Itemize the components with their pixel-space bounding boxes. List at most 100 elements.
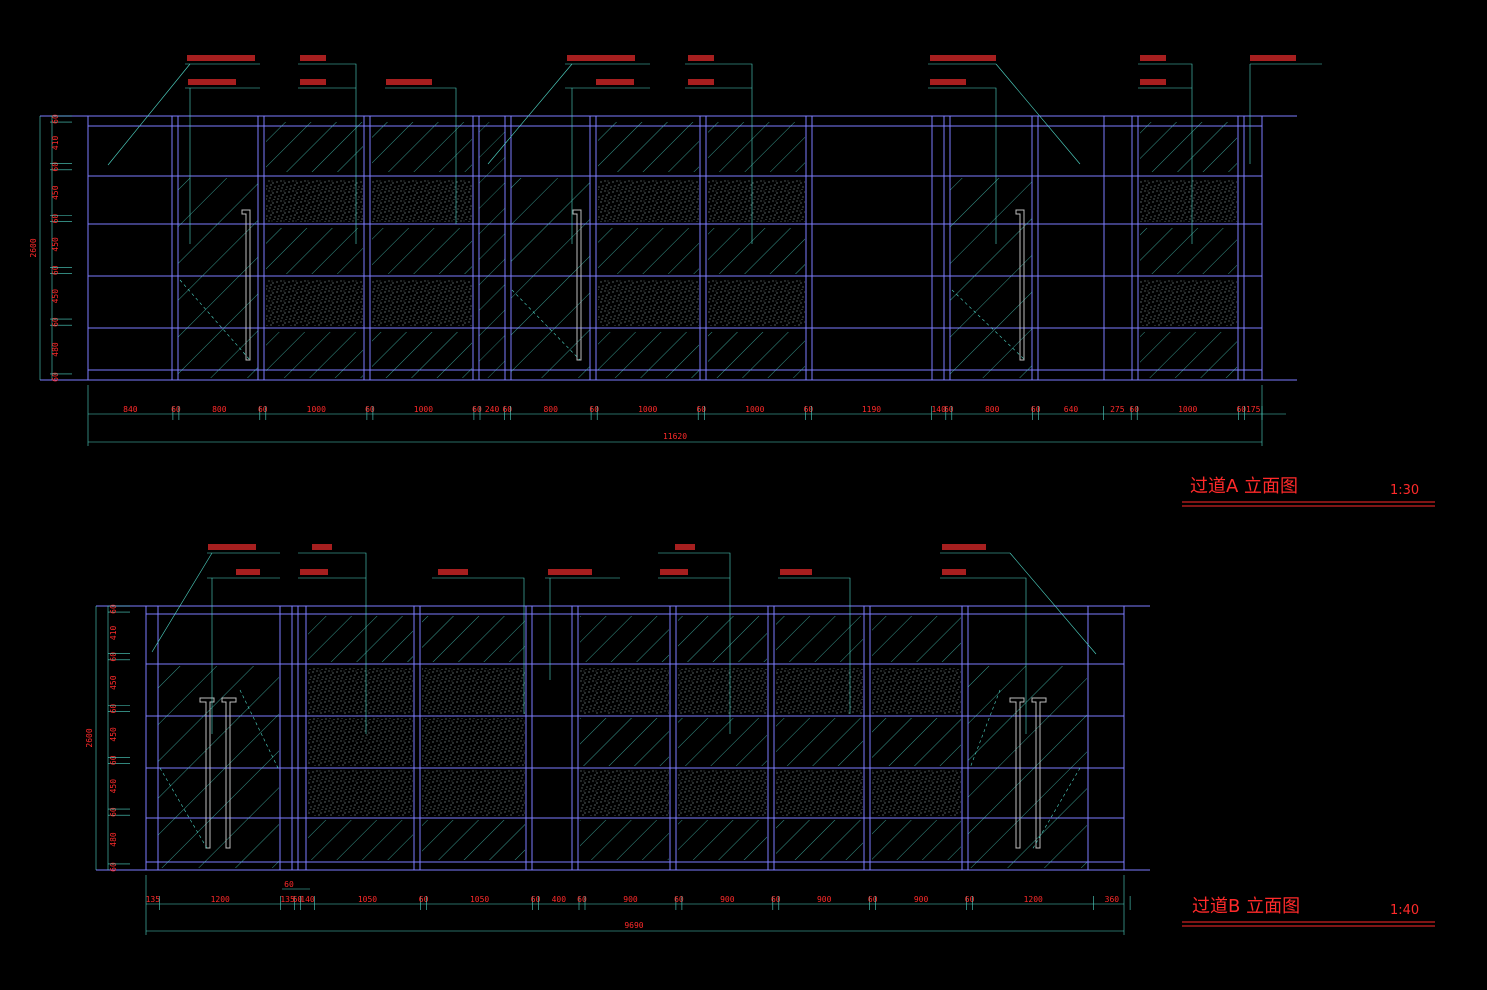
glass-partition	[580, 616, 961, 860]
annotation-labels	[187, 55, 1296, 85]
width-dimension-label: 60	[589, 405, 599, 414]
drawing-scale: 1:40	[1390, 903, 1419, 918]
dimension-lines	[39, 116, 1286, 446]
width-dimension-label: 240	[485, 405, 500, 414]
height-dimension-label: 480	[109, 832, 118, 847]
title-block: 过道A 立面图 1:30	[1182, 476, 1435, 507]
width-dimension-label: 1050	[358, 895, 377, 904]
overall-height: 2600	[29, 238, 38, 257]
height-dimension-label: 60	[109, 807, 118, 817]
glass-partition	[308, 616, 525, 860]
width-dimension-label: 60	[293, 895, 303, 904]
elevation-b-outline	[96, 605, 1150, 871]
width-dimension-label: 1000	[307, 405, 326, 414]
overall-height: 2600	[85, 728, 94, 747]
height-dimension-label: 450	[109, 675, 118, 690]
height-dimension-label: 450	[51, 237, 60, 252]
width-dimension-label: 1000	[745, 405, 764, 414]
width-dimension-label: 60	[419, 895, 429, 904]
width-dimension-label: 60	[577, 895, 587, 904]
width-dimension-label: 1000	[638, 405, 657, 414]
title-block: 过道B 立面图 1:40	[1182, 896, 1435, 927]
width-dimension-label: 1200	[211, 895, 230, 904]
width-dimension-label: 60	[674, 895, 684, 904]
annotation-leaders	[107, 63, 1322, 244]
width-dimension-label: 60	[531, 895, 541, 904]
width-dimension-label: 60	[1031, 405, 1041, 414]
width-dimension-label: 135	[146, 895, 161, 904]
height-dimension-label: 410	[51, 135, 60, 150]
height-dimension-label: 60	[51, 372, 60, 382]
drawing-scale: 1:30	[1390, 483, 1419, 498]
width-dimension-label: 900	[720, 895, 735, 904]
annotation-leaders	[151, 552, 1097, 734]
width-dimension-label: 800	[543, 405, 558, 414]
width-dimension-label: 60	[1236, 405, 1246, 414]
glass-partition	[1140, 122, 1237, 378]
width-dimension-label: 1000	[1178, 405, 1197, 414]
door-glass	[950, 178, 1032, 378]
width-dimension-label: 140	[300, 895, 315, 904]
height-dimension-label: 410	[109, 625, 118, 640]
width-dimension-label: 140	[931, 405, 946, 414]
width-dimension-label: 900	[623, 895, 638, 904]
width-dimension-label: 840	[123, 405, 138, 414]
elevation-b: 1351200135601401050601050604006090060900…	[85, 544, 1435, 935]
elevation-a: 8406080060100060100060240608006010006010…	[29, 55, 1435, 507]
drawing-title: 过道A 立面图	[1190, 476, 1298, 497]
width-dimension-label: 60	[944, 405, 954, 414]
height-dimension-label: 480	[51, 342, 60, 357]
door-handle	[199, 697, 1047, 849]
width-dimension-label: 175	[1246, 405, 1261, 414]
height-dimension-label: 60	[109, 652, 118, 662]
height-dimension-label: 450	[109, 779, 118, 794]
width-dimension-label: 1190	[862, 405, 881, 414]
width-dimension-label: 900	[817, 895, 832, 904]
width-dimension-label: 1200	[1024, 895, 1043, 904]
extra-dimension: 60	[284, 880, 294, 889]
height-dimension-label: 450	[51, 289, 60, 304]
height-dimension-label: 60	[51, 114, 60, 124]
width-dimension-label: 400	[552, 895, 567, 904]
width-dimension-label: 60	[804, 405, 814, 414]
width-dimension-label: 60	[868, 895, 878, 904]
height-dimension-label: 60	[109, 604, 118, 614]
door-swing	[159, 689, 1081, 851]
width-dimension-label: 60	[771, 895, 781, 904]
width-dimension-label: 60	[171, 405, 181, 414]
height-dimension-label: 60	[109, 862, 118, 872]
width-dimension-label: 275	[1110, 405, 1125, 414]
glass-partition	[266, 122, 472, 378]
door-handle	[241, 209, 1025, 361]
width-dimension-label: 800	[985, 405, 1000, 414]
height-dimension-label: 450	[109, 727, 118, 742]
width-dimension-label: 60	[365, 405, 375, 414]
width-dimension-label: 360	[1105, 895, 1120, 904]
width-dimension-label: 60	[472, 405, 482, 414]
height-dimension-label: 60	[51, 265, 60, 275]
door-glass	[178, 178, 258, 378]
door-glass	[158, 666, 279, 868]
width-dimension-label: 1050	[470, 895, 489, 904]
width-dimension-label: 60	[1129, 405, 1139, 414]
height-dimension-label: 450	[51, 185, 60, 200]
height-dimension-label: 60	[51, 162, 60, 172]
height-dimensions: 60 480 60 450 60 450 60 450 60 410 60	[108, 604, 130, 872]
height-dimension-label: 60	[51, 214, 60, 224]
elevation-a-glass-panels	[178, 122, 1237, 378]
drawing-title: 过道B 立面图	[1192, 896, 1300, 917]
door-glass	[968, 666, 1087, 868]
total-dimension: 9690	[624, 921, 643, 930]
height-dimension-label: 60	[109, 755, 118, 765]
annotation-labels	[208, 544, 986, 575]
door-glass	[511, 178, 590, 378]
height-dimension-label: 60	[109, 704, 118, 714]
width-dimension-label: 60	[696, 405, 706, 414]
door-swing	[179, 279, 1026, 361]
width-dimension-label: 900	[914, 895, 929, 904]
width-dimension-label: 1000	[414, 405, 433, 414]
width-dimension-label: 135	[280, 895, 295, 904]
